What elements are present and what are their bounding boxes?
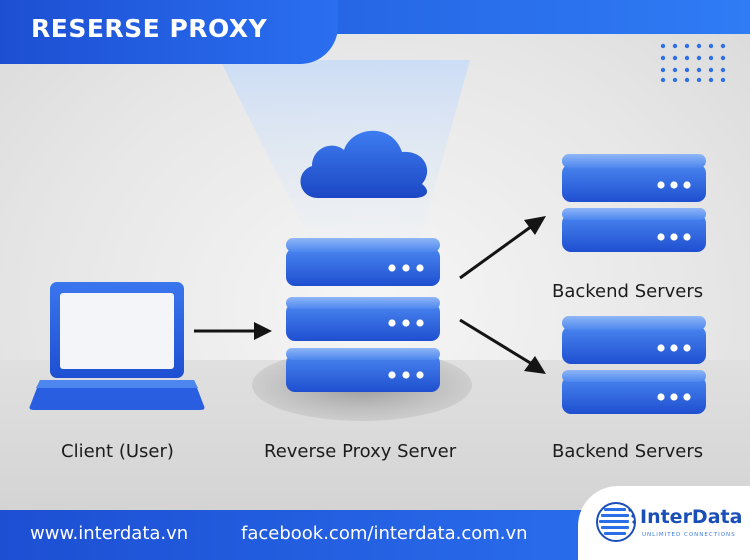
brand-tagline: UNLIMITED CONNECTIONS xyxy=(642,532,736,538)
title-tab xyxy=(0,0,338,64)
backend-label-bottom: Backend Servers xyxy=(552,441,704,462)
laptop-icon xyxy=(29,282,205,410)
proxy-label: Reverse Proxy Server xyxy=(264,441,457,462)
website-link[interactable]: www.interdata.vn xyxy=(30,523,189,544)
facebook-link[interactable]: facebook.com/interdata.com.vn xyxy=(241,523,528,544)
client-label: Client (User) xyxy=(61,441,174,462)
server-stack-icon xyxy=(286,238,440,392)
interdata-logo-icon xyxy=(596,502,636,542)
arrow-icon xyxy=(194,216,546,374)
backend-label-top: Backend Servers xyxy=(552,281,704,302)
server-stack-icon xyxy=(562,154,706,252)
page-title: RESERSE PROXY xyxy=(31,14,268,43)
brand-name: InterData xyxy=(640,506,743,528)
server-stack-icon xyxy=(562,316,706,414)
cloud-icon xyxy=(300,130,428,198)
dot-grid-icon xyxy=(660,43,726,82)
